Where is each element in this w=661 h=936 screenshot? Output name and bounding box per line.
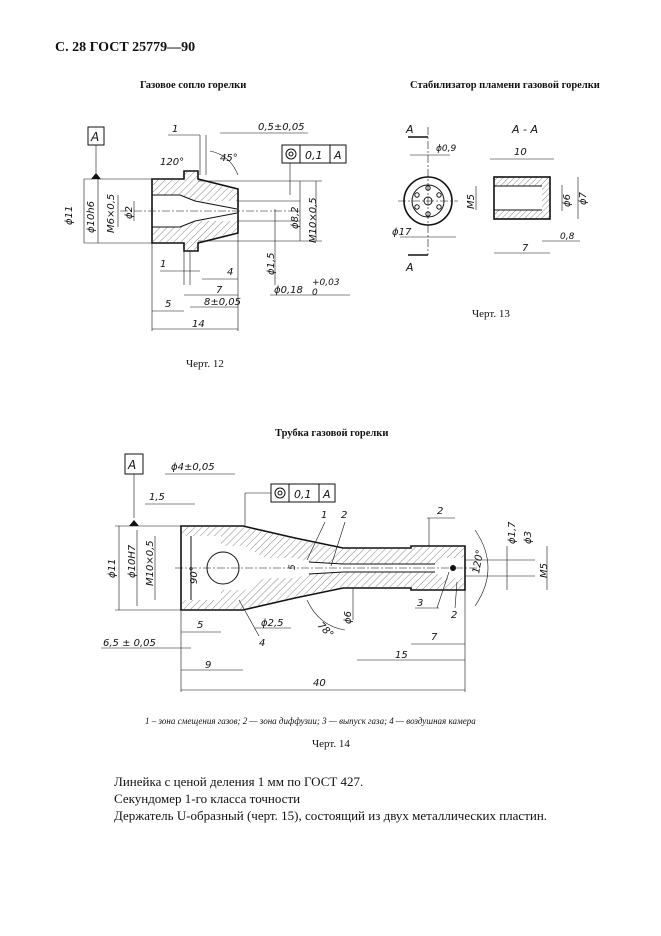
svg-text:ϕ0,18: ϕ0,18 <box>274 285 303 296</box>
svg-text:120°: 120° <box>160 157 184 168</box>
svg-text:A - A: A - A <box>511 123 538 136</box>
svg-text:5: 5 <box>197 620 203 631</box>
svg-text:0: 0 <box>312 288 318 298</box>
svg-text:ϕ11: ϕ11 <box>64 206 75 225</box>
fig12-drawing: A ϕ11 ϕ10h6 M6×0,5 ϕ2 1 0,5±0,05 120° 45… <box>64 122 350 331</box>
body-line-2: Секундомер 1-го класса точности <box>114 791 301 806</box>
svg-text:2: 2 <box>341 510 347 521</box>
fig12-title: Газовое сопло горелки <box>140 80 247 91</box>
svg-text:ϕ7: ϕ7 <box>578 191 589 205</box>
fig14-title: Трубка газовой горелки <box>275 428 389 439</box>
svg-text:ϕ10h6: ϕ10h6 <box>86 201 97 233</box>
svg-text:M6×0,5: M6×0,5 <box>106 194 117 233</box>
svg-text:0,8: 0,8 <box>560 232 575 242</box>
svg-text:ϕ6: ϕ6 <box>343 611 354 624</box>
svg-text:15: 15 <box>395 650 408 661</box>
svg-text:5: 5 <box>165 299 171 310</box>
svg-text:0,5±0,05: 0,5±0,05 <box>258 122 305 133</box>
page-header: С. 28 ГОСТ 25779—90 <box>55 40 196 55</box>
svg-text:1: 1 <box>321 510 327 521</box>
svg-text:2: 2 <box>451 610 457 621</box>
svg-text:ϕ10H7: ϕ10H7 <box>127 544 138 578</box>
svg-text:1: 1 <box>172 124 178 135</box>
fig14-caption: Черт. 14 <box>312 738 350 750</box>
svg-text:A: A <box>127 458 136 472</box>
svg-text:4: 4 <box>227 267 233 278</box>
svg-text:7: 7 <box>522 243 529 254</box>
svg-text:A: A <box>405 123 414 136</box>
svg-text:2: 2 <box>437 506 443 517</box>
svg-text:A: A <box>405 261 414 274</box>
svg-text:ϕ4±0,05: ϕ4±0,05 <box>171 462 215 473</box>
svg-text:8±0,05: 8±0,05 <box>204 297 241 308</box>
fig13-title: Стабилизатор пламени газовой горелки <box>410 80 600 91</box>
fig14-drawing: A ϕ4±0,05 1,5 0,1 A ϕ11 ϕ10H7 M10×0,5 90… <box>101 453 550 692</box>
svg-text:0,1: 0,1 <box>294 488 312 501</box>
body-line-3: Держатель U-образный (черт. 15), состоящ… <box>114 808 548 823</box>
svg-text:A: A <box>333 149 342 162</box>
svg-text:ϕ0,9: ϕ0,9 <box>436 144 457 154</box>
svg-text:ϕ11: ϕ11 <box>107 559 118 578</box>
svg-text:78°: 78° <box>315 620 335 640</box>
svg-text:7: 7 <box>431 632 438 643</box>
svg-text:4: 4 <box>259 638 265 649</box>
svg-text:ϕ1,5: ϕ1,5 <box>266 253 277 276</box>
svg-text:9: 9 <box>205 660 211 671</box>
svg-text:5: 5 <box>288 564 298 570</box>
svg-text:120°: 120° <box>471 549 486 575</box>
svg-text:M10×0,5: M10×0,5 <box>145 540 156 586</box>
svg-text:14: 14 <box>192 319 205 330</box>
datum-label: A <box>90 130 99 144</box>
svg-text:ϕ1,7: ϕ1,7 <box>507 521 518 544</box>
svg-text:1: 1 <box>160 259 166 270</box>
svg-text:A: A <box>322 488 331 501</box>
fig12-caption: Черт. 12 <box>186 358 224 370</box>
svg-text:ϕ2,5: ϕ2,5 <box>261 618 284 629</box>
fig13-drawing: A ϕ0,9 ϕ17 A A - A 10 M5 ϕ6 ϕ7 0,8 7 <box>392 123 589 274</box>
svg-text:1,5: 1,5 <box>149 492 165 503</box>
svg-text:ϕ17: ϕ17 <box>392 227 412 238</box>
svg-text:M10×0,5: M10×0,5 <box>308 197 319 243</box>
svg-text:+0,03: +0,03 <box>312 278 340 288</box>
svg-text:6,5 ± 0,05: 6,5 ± 0,05 <box>103 638 156 649</box>
svg-text:M5: M5 <box>539 563 550 578</box>
svg-text:0,1: 0,1 <box>305 149 323 162</box>
fig14-legend: 1 – зона смещения газов; 2 — зона диффуз… <box>145 716 476 726</box>
svg-text:ϕ6: ϕ6 <box>562 194 573 207</box>
svg-text:40: 40 <box>313 678 326 689</box>
svg-text:3: 3 <box>417 598 423 609</box>
svg-text:7: 7 <box>216 285 223 296</box>
svg-text:45°: 45° <box>220 153 238 164</box>
svg-text:10: 10 <box>514 147 527 158</box>
svg-text:ϕ2: ϕ2 <box>124 206 135 219</box>
body-line-1: Линейка с ценой деления 1 мм по ГОСТ 427… <box>114 774 364 789</box>
fig13-caption: Черт. 13 <box>472 308 510 320</box>
svg-text:90°: 90° <box>189 566 200 584</box>
svg-text:M5: M5 <box>466 194 477 209</box>
svg-text:ϕ8,2: ϕ8,2 <box>290 207 301 230</box>
svg-text:ϕ3: ϕ3 <box>523 531 534 544</box>
